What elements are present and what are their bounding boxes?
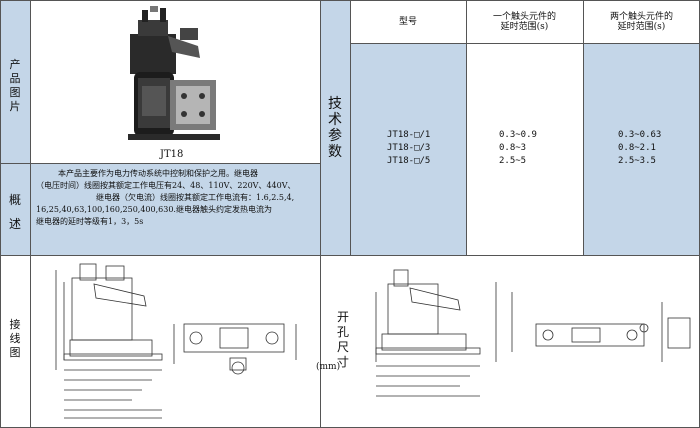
wiring-dimension-drawing [55,263,297,419]
two-contact-value: 0.3~0.63 [618,130,662,140]
product-caption: JT18 [160,149,184,160]
one-contact-column: 0.3~0.9 0.8~3 2.5~5 [499,129,537,168]
relay-product-photo [128,6,220,140]
tech-params-label: 技术参数 [328,96,342,160]
product-image-label: 产品图片 [9,58,21,113]
two-contact-column: 0.3~0.63 0.8~2.1 2.5~3.5 [618,129,661,168]
model-value: JT18-□/5 [387,156,431,166]
overview-row-bg [0,163,320,255]
model-value: JT18-□/1 [387,130,431,140]
two-contact-value: 2.5~3.5 [618,156,656,166]
two-contact-column-bg [583,43,700,255]
tech-params-label-bg [320,0,350,255]
one-contact-value: 2.5~5 [499,156,527,166]
two-contact-value: 0.8~2.1 [618,143,656,153]
model-value: JT18-□/3 [387,143,431,153]
overview-label: 概述 [8,193,21,231]
model-header: 型号 [398,17,417,27]
one-contact-value: 0.3~0.9 [499,130,537,140]
one-contact-value: 0.8~3 [499,143,527,153]
one-contact-header: 一个触头元件的延时范围(s) [492,12,556,32]
cutout-dimension-drawing [375,269,691,397]
wiring-label: 接线图 [9,318,21,359]
description-text: 本产品主要作为电力传动系统中控制和保护之用。继电器 （电压时间）线圈按其额定工作… [36,169,296,226]
model-column-bg [350,43,466,255]
product-image-label-bg [0,0,30,163]
two-contact-header: 两个触头元件的延时范围(s) [609,12,673,32]
model-column: JT18-□/1 JT18-□/3 JT18-□/5 [387,129,430,168]
cutout-unit: (mm) [316,362,341,372]
cutout-label: 开孔尺寸 [336,310,349,369]
